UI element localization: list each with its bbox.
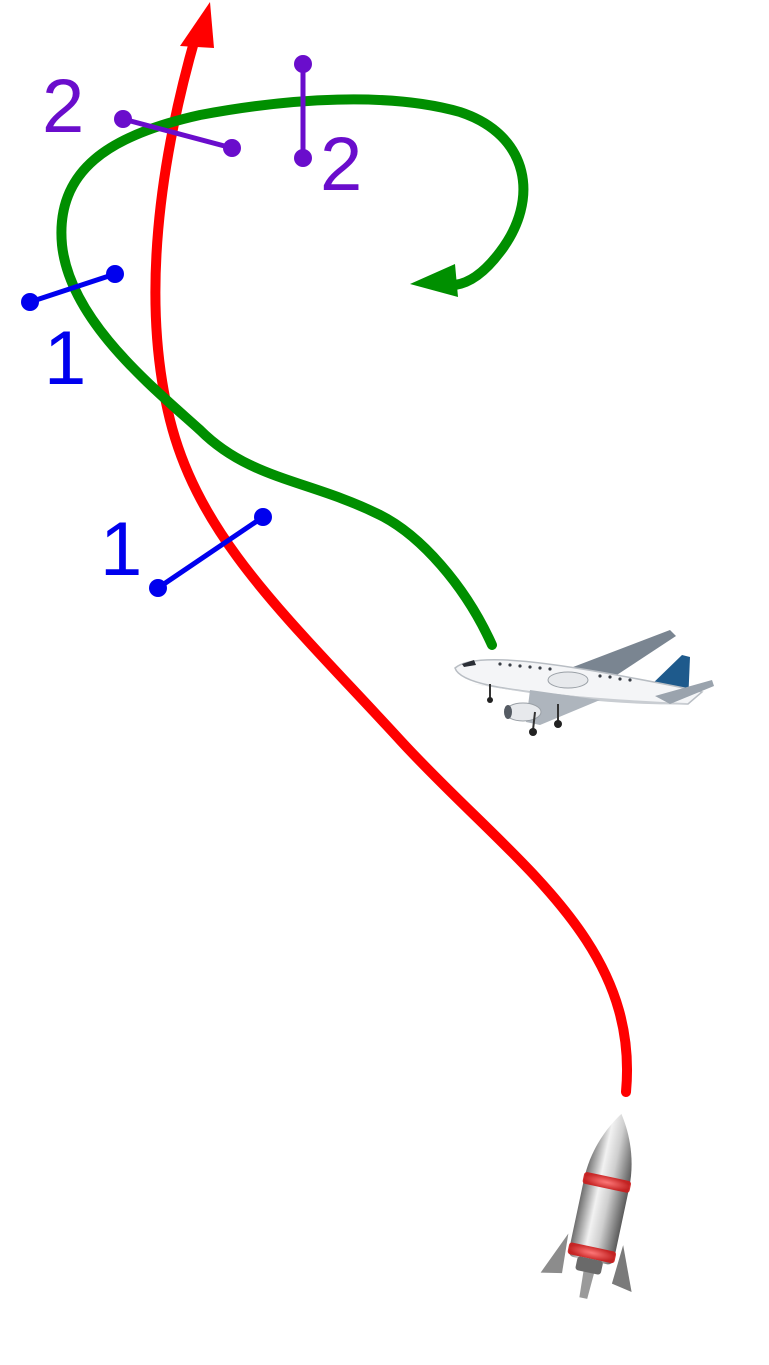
aircraft-trajectory: [56, 94, 529, 650]
label-pair-2-left: 2: [42, 64, 84, 149]
airplane-icon: [454, 630, 714, 736]
label-pair-2-right: 2: [320, 122, 362, 207]
missile-trajectory: [150, 30, 633, 1097]
rocket-icon: [540, 1113, 632, 1299]
segment-pair-1-upper: [21, 265, 124, 311]
segment-pair-1-lower: [149, 508, 272, 597]
segment-pair-2-left: [114, 110, 241, 157]
label-pair-1-lower: 1: [100, 507, 142, 592]
aircraft-arrowhead: [410, 264, 458, 297]
label-pair-1-upper: 1: [44, 316, 86, 401]
missile-arrowhead: [180, 2, 214, 48]
segment-pair-2-right: [294, 55, 312, 167]
